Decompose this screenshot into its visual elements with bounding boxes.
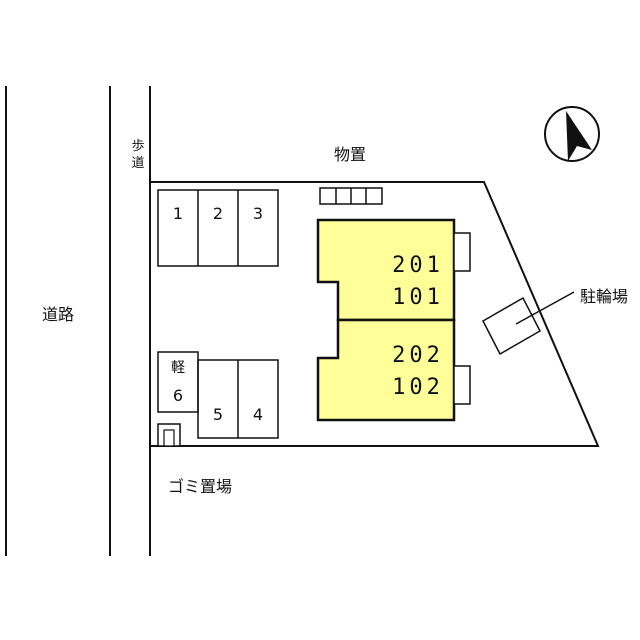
- parking-slot-4: 4: [253, 405, 263, 424]
- unit-202: 202: [392, 343, 444, 368]
- sidewalk-label-bottom: 道: [131, 156, 144, 171]
- north-arrow-icon: [544, 106, 600, 162]
- unit-201: 201: [392, 253, 444, 278]
- parking-slot-6: 6: [173, 386, 183, 405]
- garbage-area: [157, 423, 181, 447]
- garbage-label: ゴミ置場: [168, 477, 232, 496]
- parking-row-top: [157, 189, 279, 267]
- parking-row-bottom: [197, 359, 279, 439]
- balcony-upper: [453, 232, 471, 272]
- parking-slot-2: 2: [213, 204, 223, 223]
- bicycle-parking-label: 駐輪場: [580, 287, 628, 306]
- parking-slot-1: 1: [173, 204, 183, 223]
- kei-label: 軽: [171, 360, 185, 376]
- lot-boundary: [149, 181, 600, 447]
- sidewalk-label-top: 歩: [131, 139, 144, 154]
- bicycle-parking-leader: [515, 291, 575, 325]
- balcony-lower: [453, 365, 471, 405]
- building-unit-202-102: [316, 318, 456, 422]
- parking-slot-3: 3: [253, 204, 263, 223]
- parking-slot-5: 5: [213, 405, 223, 424]
- storage-label: 物置: [334, 145, 366, 164]
- storage-shed: [319, 187, 383, 205]
- road-label: 道路: [42, 305, 74, 324]
- unit-101: 101: [392, 285, 444, 310]
- unit-102: 102: [392, 375, 444, 400]
- bicycle-parking: [482, 296, 541, 356]
